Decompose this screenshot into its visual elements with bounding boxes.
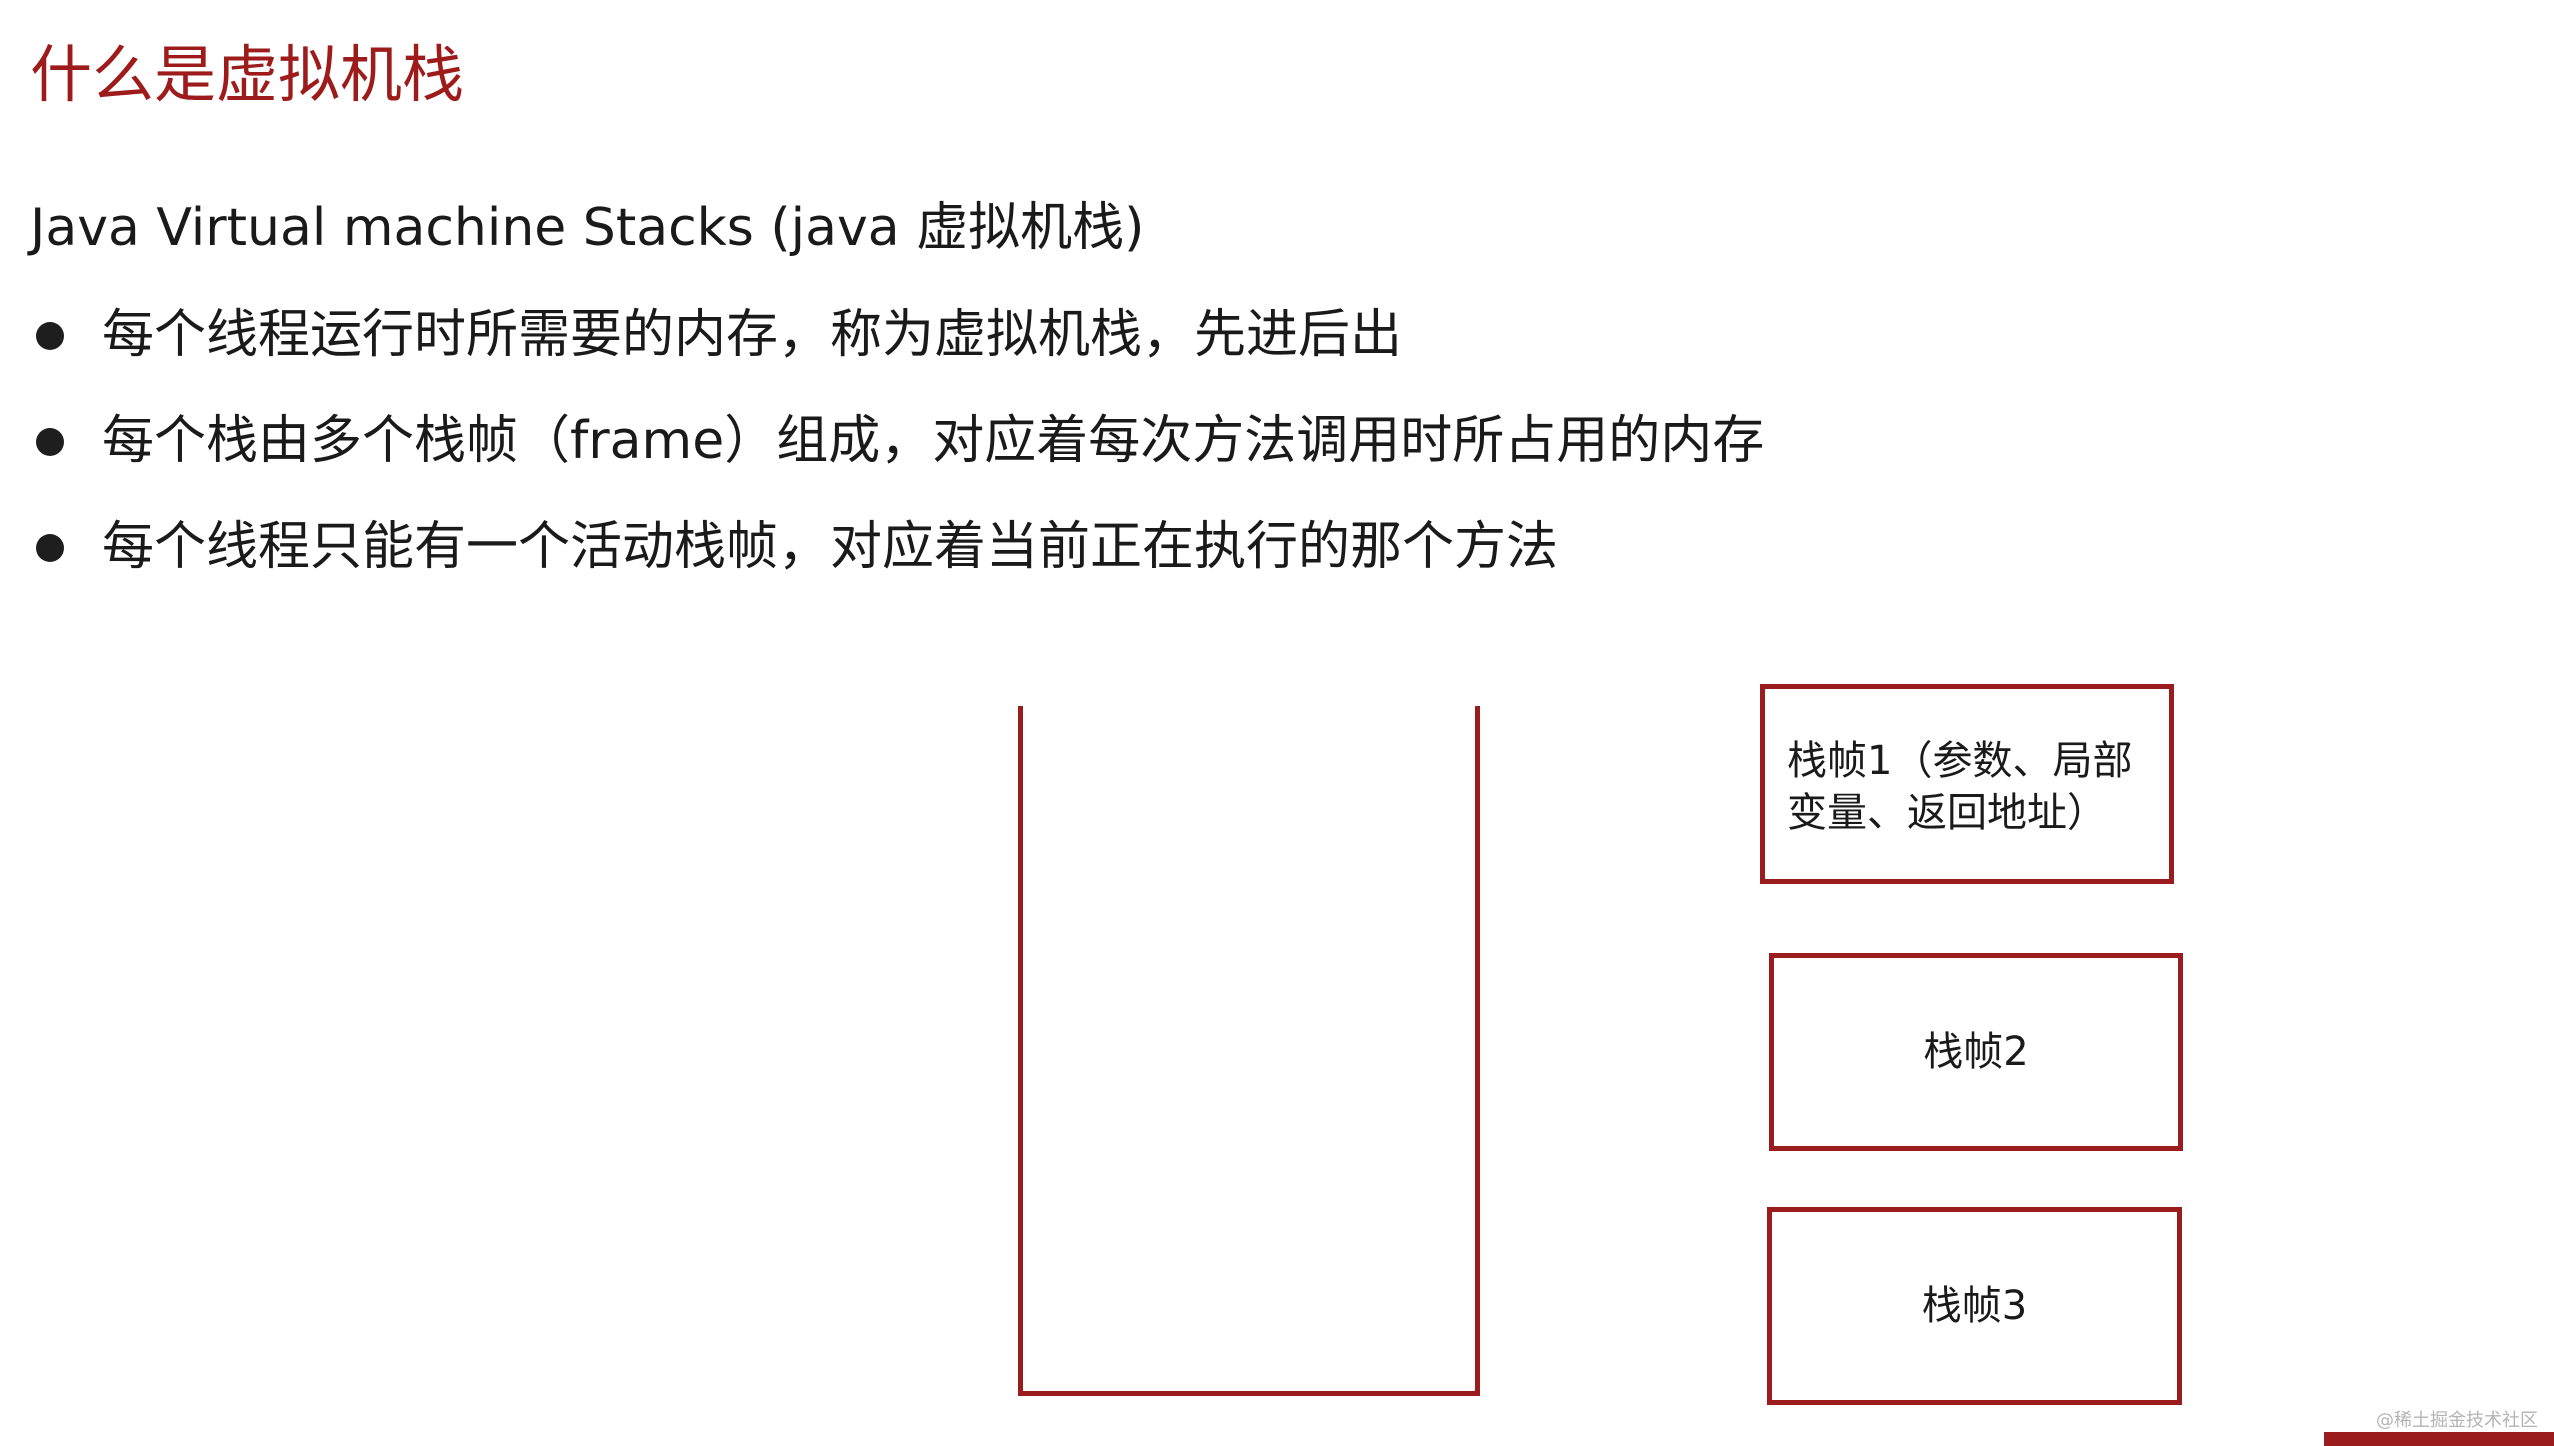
stack-frame-3: 栈帧3 [1767, 1207, 2182, 1405]
stack-container [1018, 706, 1480, 1396]
stack-frame-2-label: 栈帧2 [1923, 1029, 2029, 1075]
bullet-item: 每个线程只能有一个活动栈帧，对应着当前正在执行的那个方法 [30, 507, 1764, 613]
stack-frame-3-label: 栈帧3 [1921, 1283, 2028, 1329]
bullet-dot-icon [36, 534, 64, 562]
stack-frame-1-line1: 栈帧1（参数、局部 [1787, 738, 2133, 784]
stack-frame-2: 栈帧2 [1769, 953, 2183, 1151]
watermark: @稀土掘金技术社区 [2376, 1410, 2538, 1431]
bullet-dot-icon [36, 322, 64, 350]
bullet-text: 每个栈由多个栈帧（frame）组成，对应着每次方法调用时所占用的内存 [102, 411, 1765, 471]
stack-frame-1-line2: 变量、返回地址） [1787, 790, 2107, 836]
bullet-dot-icon [36, 428, 64, 456]
slide-subtitle: Java Virtual machine Stacks (java 虚拟机栈) [30, 198, 1145, 258]
bullet-text: 每个线程运行时所需要的内存，称为虚拟机栈，先进后出 [102, 305, 1403, 365]
corner-decoration [2324, 1432, 2554, 1446]
slide-title: 什么是虚拟机栈 [30, 38, 465, 111]
bullet-text: 每个线程只能有一个活动栈帧，对应着当前正在执行的那个方法 [102, 517, 1559, 577]
bullet-item: 每个栈由多个栈帧（frame）组成，对应着每次方法调用时所占用的内存 [30, 401, 1764, 507]
bullet-list: 每个线程运行时所需要的内存，称为虚拟机栈，先进后出 每个栈由多个栈帧（frame… [30, 295, 1764, 613]
stack-frame-1: 栈帧1（参数、局部 变量、返回地址） [1760, 684, 2174, 884]
bullet-item: 每个线程运行时所需要的内存，称为虚拟机栈，先进后出 [30, 295, 1764, 401]
